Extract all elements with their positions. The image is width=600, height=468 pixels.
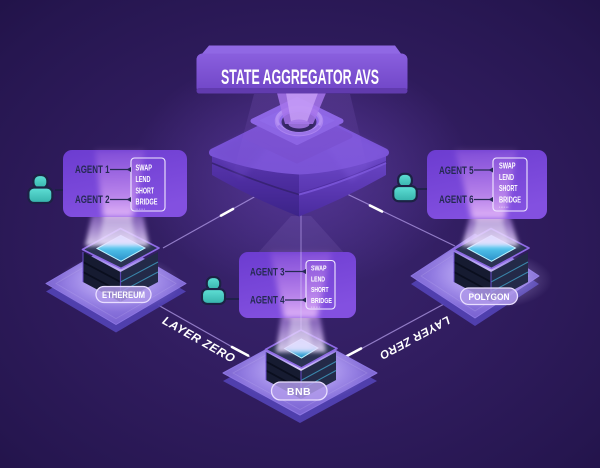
svg-text:SHORT: SHORT: [136, 186, 155, 195]
svg-text:AGENT 1: AGENT 1: [75, 164, 110, 176]
svg-text:AGENT 3: AGENT 3: [250, 267, 285, 279]
svg-text:LEND: LEND: [311, 274, 325, 283]
svg-text:AGENT 2: AGENT 2: [75, 194, 110, 206]
svg-text:POLYGON: POLYGON: [469, 292, 510, 302]
svg-text:SWAP: SWAP: [136, 164, 153, 173]
svg-text:BNB: BNB: [287, 386, 311, 398]
svg-text:ETHEREUM: ETHEREUM: [102, 290, 145, 300]
svg-text:AGENT 4: AGENT 4: [250, 295, 285, 307]
svg-text:......: ......: [311, 304, 320, 309]
svg-text:......: ......: [136, 206, 146, 211]
svg-text:BRIDGE: BRIDGE: [311, 296, 332, 305]
svg-text:SWAP: SWAP: [499, 162, 516, 171]
svg-text:AGENT 5: AGENT 5: [439, 165, 474, 177]
svg-text:SHORT: SHORT: [499, 184, 518, 193]
svg-text:BRIDGE: BRIDGE: [136, 198, 158, 207]
svg-text:STATE AGGREGATOR AVS: STATE AGGREGATOR AVS: [221, 66, 379, 89]
svg-text:BRIDGE: BRIDGE: [499, 196, 521, 205]
svg-text:LEND: LEND: [136, 175, 151, 184]
svg-text:......: ......: [499, 204, 509, 209]
svg-text:SWAP: SWAP: [311, 264, 327, 273]
svg-text:LEND: LEND: [499, 173, 514, 182]
svg-text:AGENT 6: AGENT 6: [439, 194, 474, 206]
svg-text:SHORT: SHORT: [311, 285, 329, 294]
